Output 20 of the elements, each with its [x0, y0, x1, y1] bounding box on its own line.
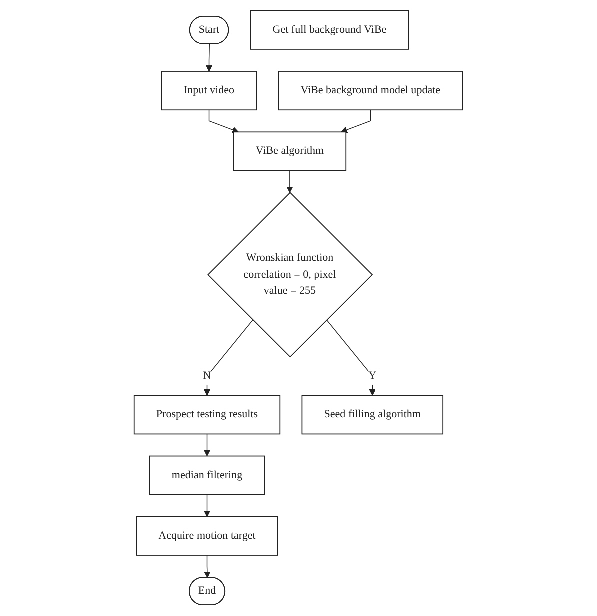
node-box: ViBe algorithm — [233, 132, 347, 172]
arrow — [204, 434, 210, 457]
node-box: Prospect testing results — [134, 395, 281, 435]
arrow — [204, 555, 211, 578]
node-box: Acquire motion target — [136, 516, 278, 556]
node-diamond: Wronskian function correlation = 0, pixel value = 255 — [208, 192, 374, 358]
arrow — [206, 44, 212, 72]
arrow — [341, 110, 371, 134]
node-box: median filtering — [149, 456, 266, 496]
arrow — [204, 320, 254, 396]
arrow — [286, 170, 294, 194]
arrow — [208, 110, 239, 134]
edge-label: Y — [368, 370, 377, 382]
node-box: ViBe background model update — [278, 71, 464, 111]
node-box: Input video — [162, 71, 258, 111]
arrow — [204, 494, 210, 518]
node-box: Seed filling algorithm — [302, 395, 444, 435]
edge-label: N — [203, 370, 212, 382]
node-box: Get full background ViBe — [250, 10, 410, 50]
arrow — [326, 320, 376, 396]
